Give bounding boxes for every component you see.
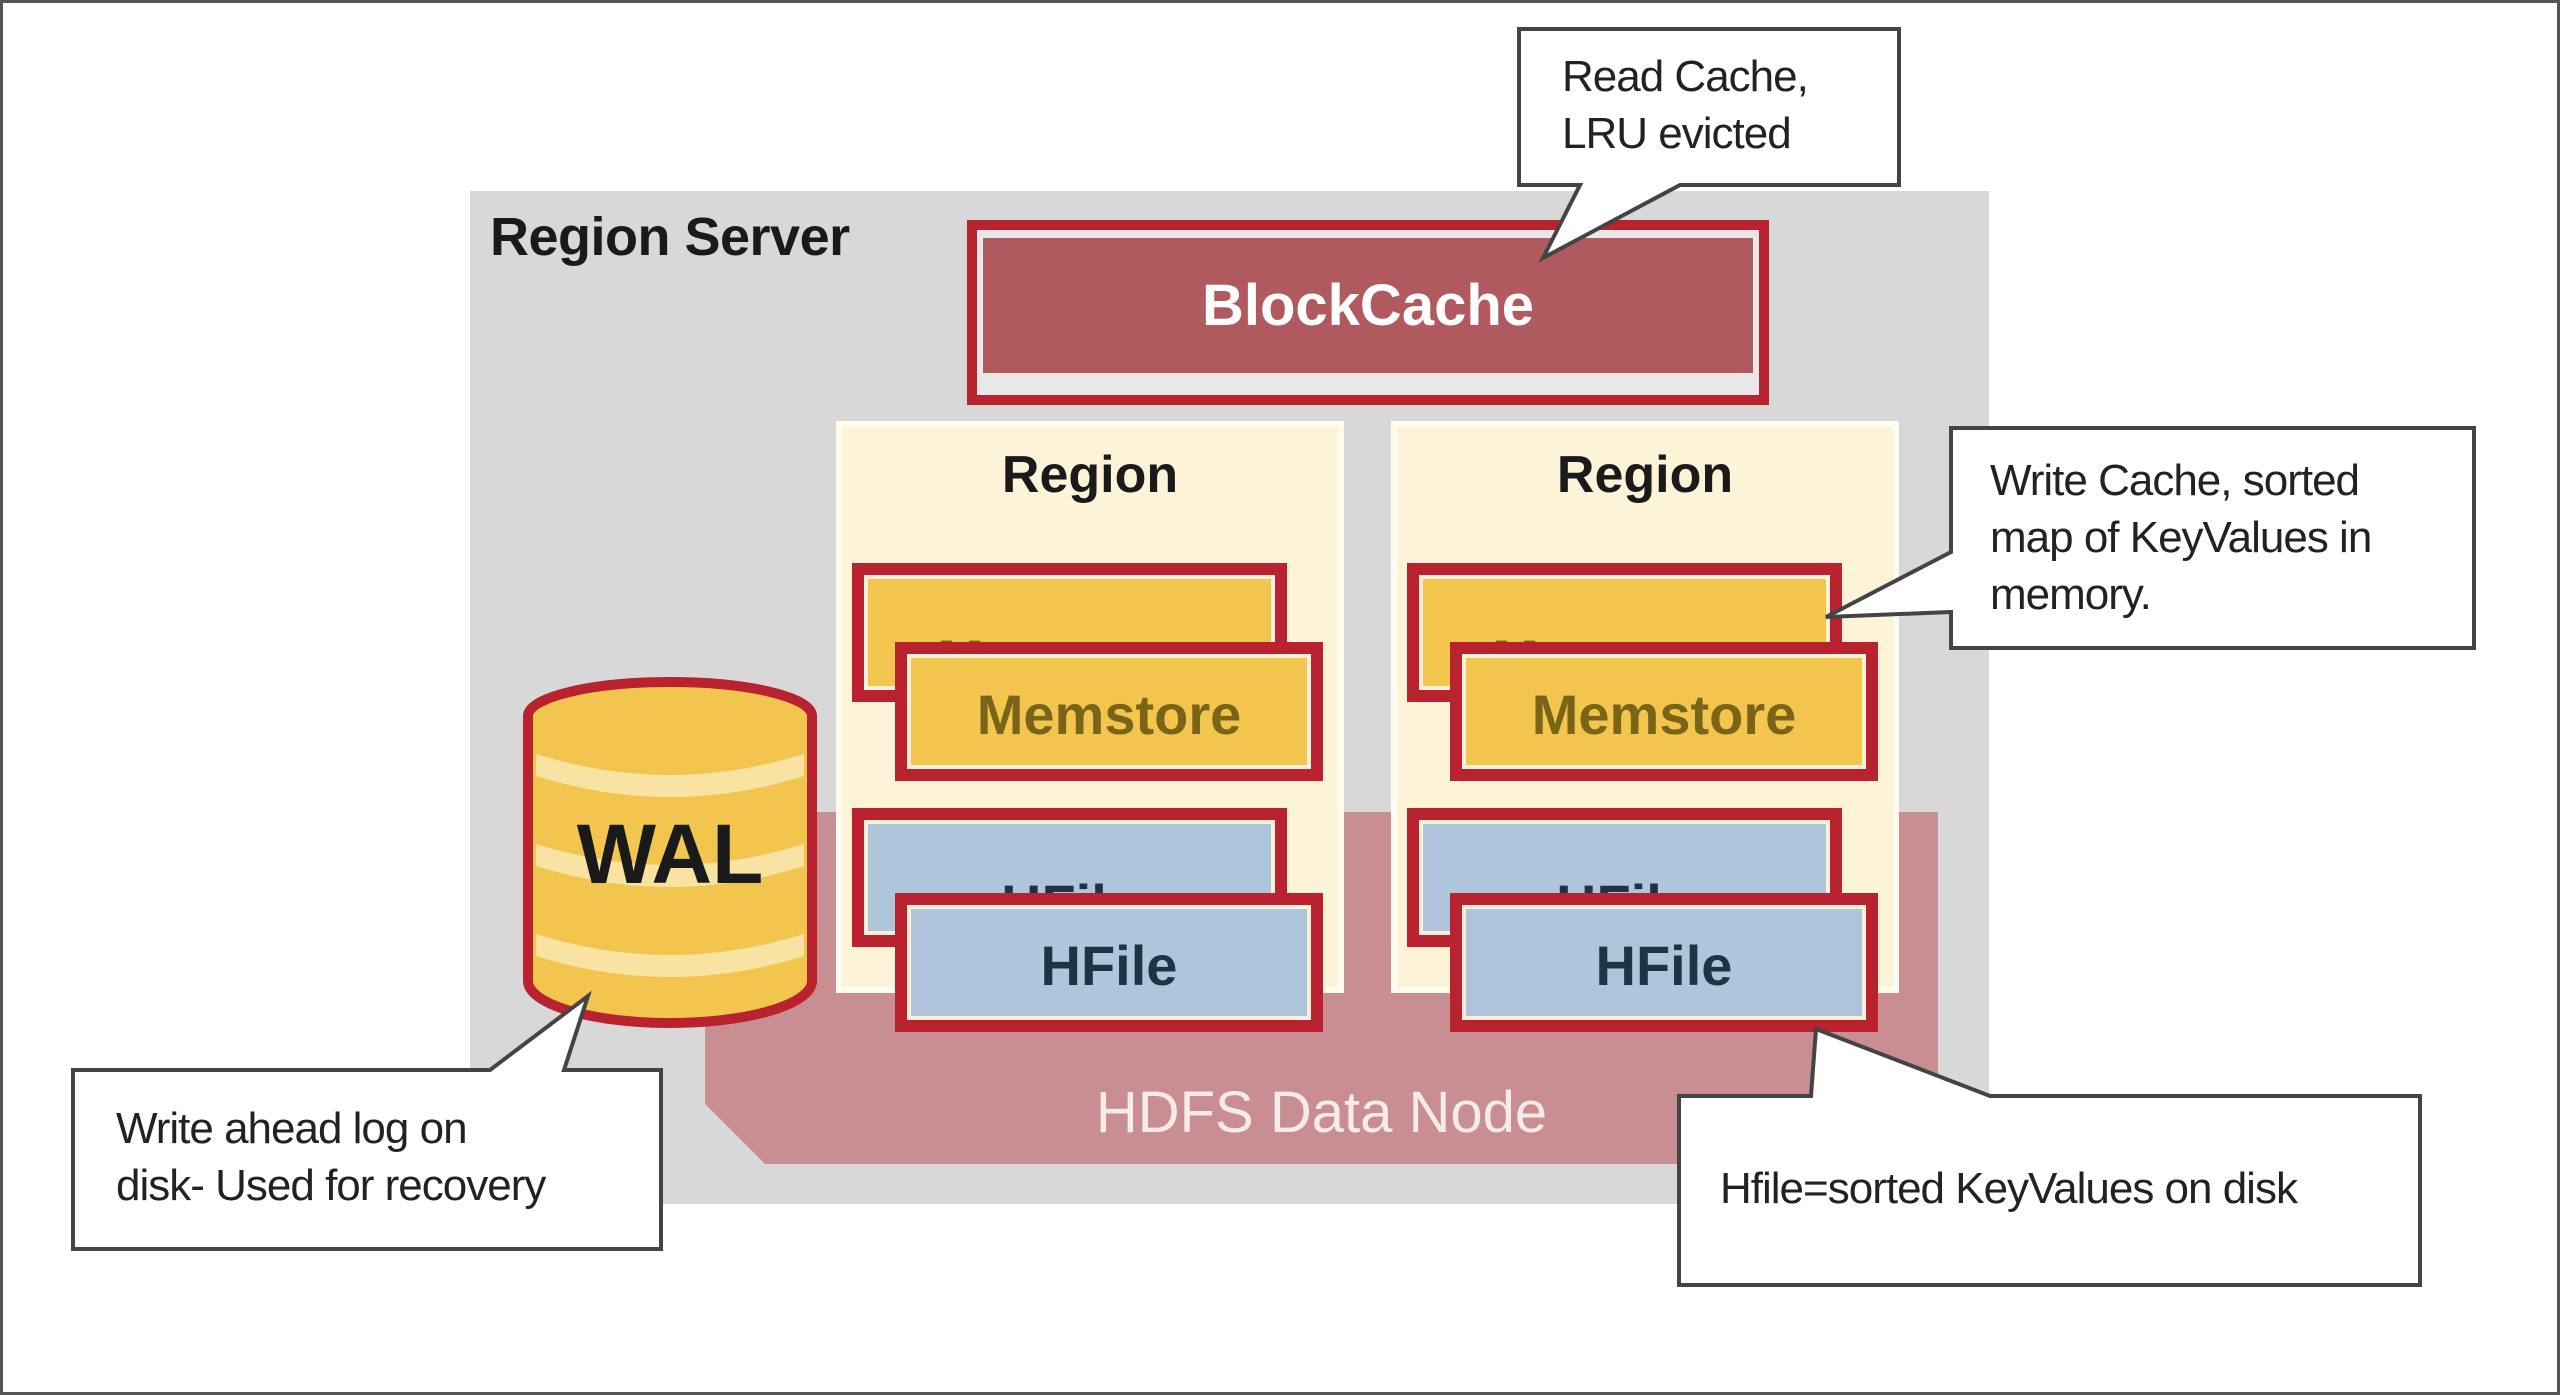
region-title: Region [1001, 446, 1179, 504]
memstore-front: Memstore [1450, 642, 1878, 781]
region-title: Region [1556, 446, 1734, 504]
block-cache: BlockCache [967, 220, 1769, 405]
wal-label: WAL [576, 807, 764, 901]
hfile-callout [1677, 1026, 2422, 1287]
block-cache-label: BlockCache [983, 238, 1753, 373]
cylinder-icon [523, 677, 817, 1028]
hfile-label: HFile [1040, 934, 1178, 997]
read-cache-callout [1517, 27, 1901, 263]
hfile-label: HFile [1595, 934, 1733, 997]
hfile-front: HFile [1450, 893, 1878, 1032]
wal-callout [71, 990, 663, 1251]
read-cache-text: Read Cache, LRU evicted [1562, 52, 1809, 159]
memstore-front: Memstore [895, 642, 1323, 781]
hfile-front: HFile [895, 893, 1323, 1032]
hfile-note-text: Hfile=sorted KeyValues on disk [1720, 1164, 2298, 1213]
memstore-label: Memstore [976, 683, 1242, 746]
write-cache-callout [1825, 426, 2476, 650]
wal-note-text: Write ahead log on disk- Used for recove… [116, 1104, 546, 1211]
wal-database-icon: WAL [520, 676, 820, 1031]
write-cache-text: Write Cache, sorted map of KeyValues in … [1990, 456, 2372, 620]
hdfs-data-node-label: HDFS Data Node [1095, 1080, 1548, 1145]
memstore-label: Memstore [1531, 683, 1797, 746]
region-server-label: Region Server [490, 207, 850, 267]
